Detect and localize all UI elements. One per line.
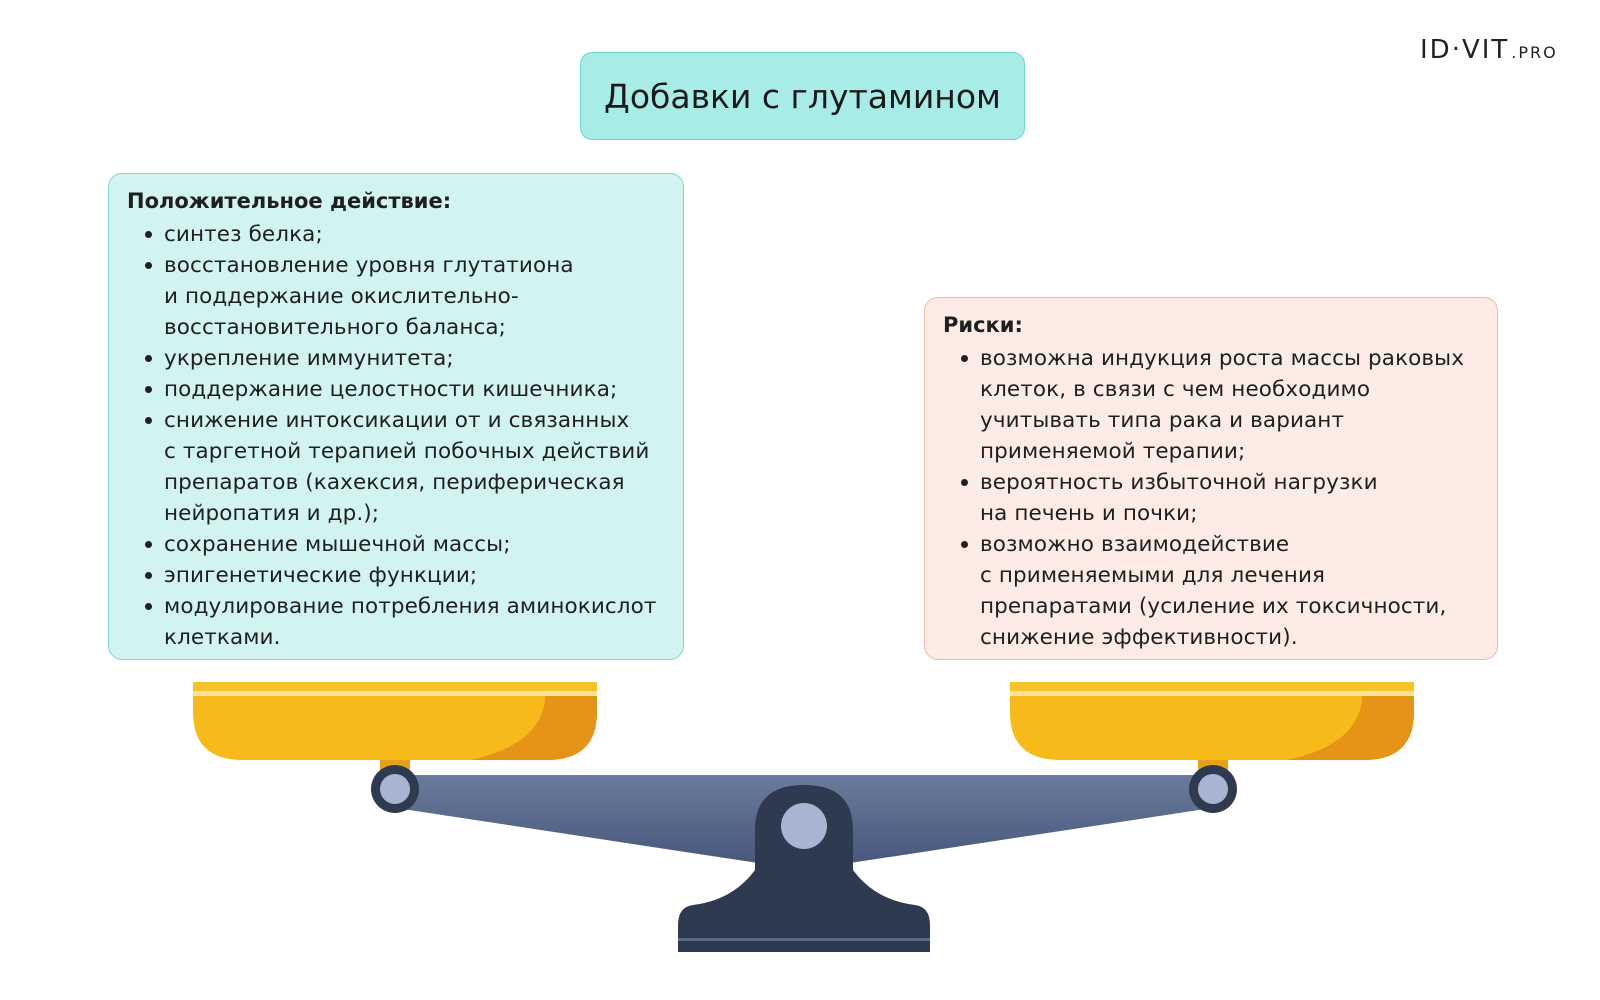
right-pan-bowl	[1010, 682, 1414, 760]
risk-item: возможна индукция роста массы раковых кл…	[961, 343, 1479, 467]
right-pan	[1010, 682, 1414, 783]
scale-base	[678, 785, 930, 952]
left-pan-rim	[193, 682, 597, 691]
positive-item: восстановление уровня глутатиона и подде…	[145, 250, 665, 343]
left-pan-highlight	[193, 691, 597, 696]
positive-item: снижение интоксикации от и связанных с т…	[145, 405, 665, 529]
positive-item: сохранение мышечной массы;	[145, 529, 665, 560]
center-pivot	[781, 803, 827, 849]
page-title: Добавки с глутамином	[580, 52, 1025, 140]
left-pan-shade	[470, 682, 597, 760]
risks-list: возможна индукция роста массы раковых кл…	[943, 343, 1479, 653]
right-pivot-inner	[1198, 774, 1228, 804]
risk-item: возможно взаимодействие с применяемыми д…	[961, 529, 1479, 653]
risks-card: Риски: возможна индукция роста массы рак…	[924, 297, 1498, 660]
positive-item: синтез белка;	[145, 219, 665, 250]
positive-item: укрепление иммунитета;	[145, 343, 665, 374]
positive-item: эпигенетические функции;	[145, 560, 665, 591]
risk-item: вероятность избыточной нагрузки на печен…	[961, 467, 1479, 529]
positive-effects-card: Положительное действие: синтез белка; во…	[108, 173, 684, 660]
positive-list: синтез белка; восстановление уровня глут…	[127, 219, 665, 653]
positive-heading: Положительное действие:	[127, 189, 452, 213]
right-pan-shade	[1287, 682, 1414, 760]
scale-base-line	[678, 938, 930, 941]
positive-item: поддержание целостности кишечника;	[145, 374, 665, 405]
risks-heading: Риски:	[943, 313, 1023, 337]
logo-main-text: ID‧VIT	[1420, 35, 1510, 65]
right-pan-rim	[1010, 682, 1414, 691]
right-pan-highlight	[1010, 691, 1414, 696]
idvit-logo: ID‧VIT.PRO	[1420, 35, 1558, 65]
left-pivot-inner	[380, 774, 410, 804]
positive-item: модулирование потребления аминокислот кл…	[145, 591, 665, 653]
logo-suffix-text: .PRO	[1511, 43, 1558, 62]
left-pan-bowl	[193, 682, 597, 760]
